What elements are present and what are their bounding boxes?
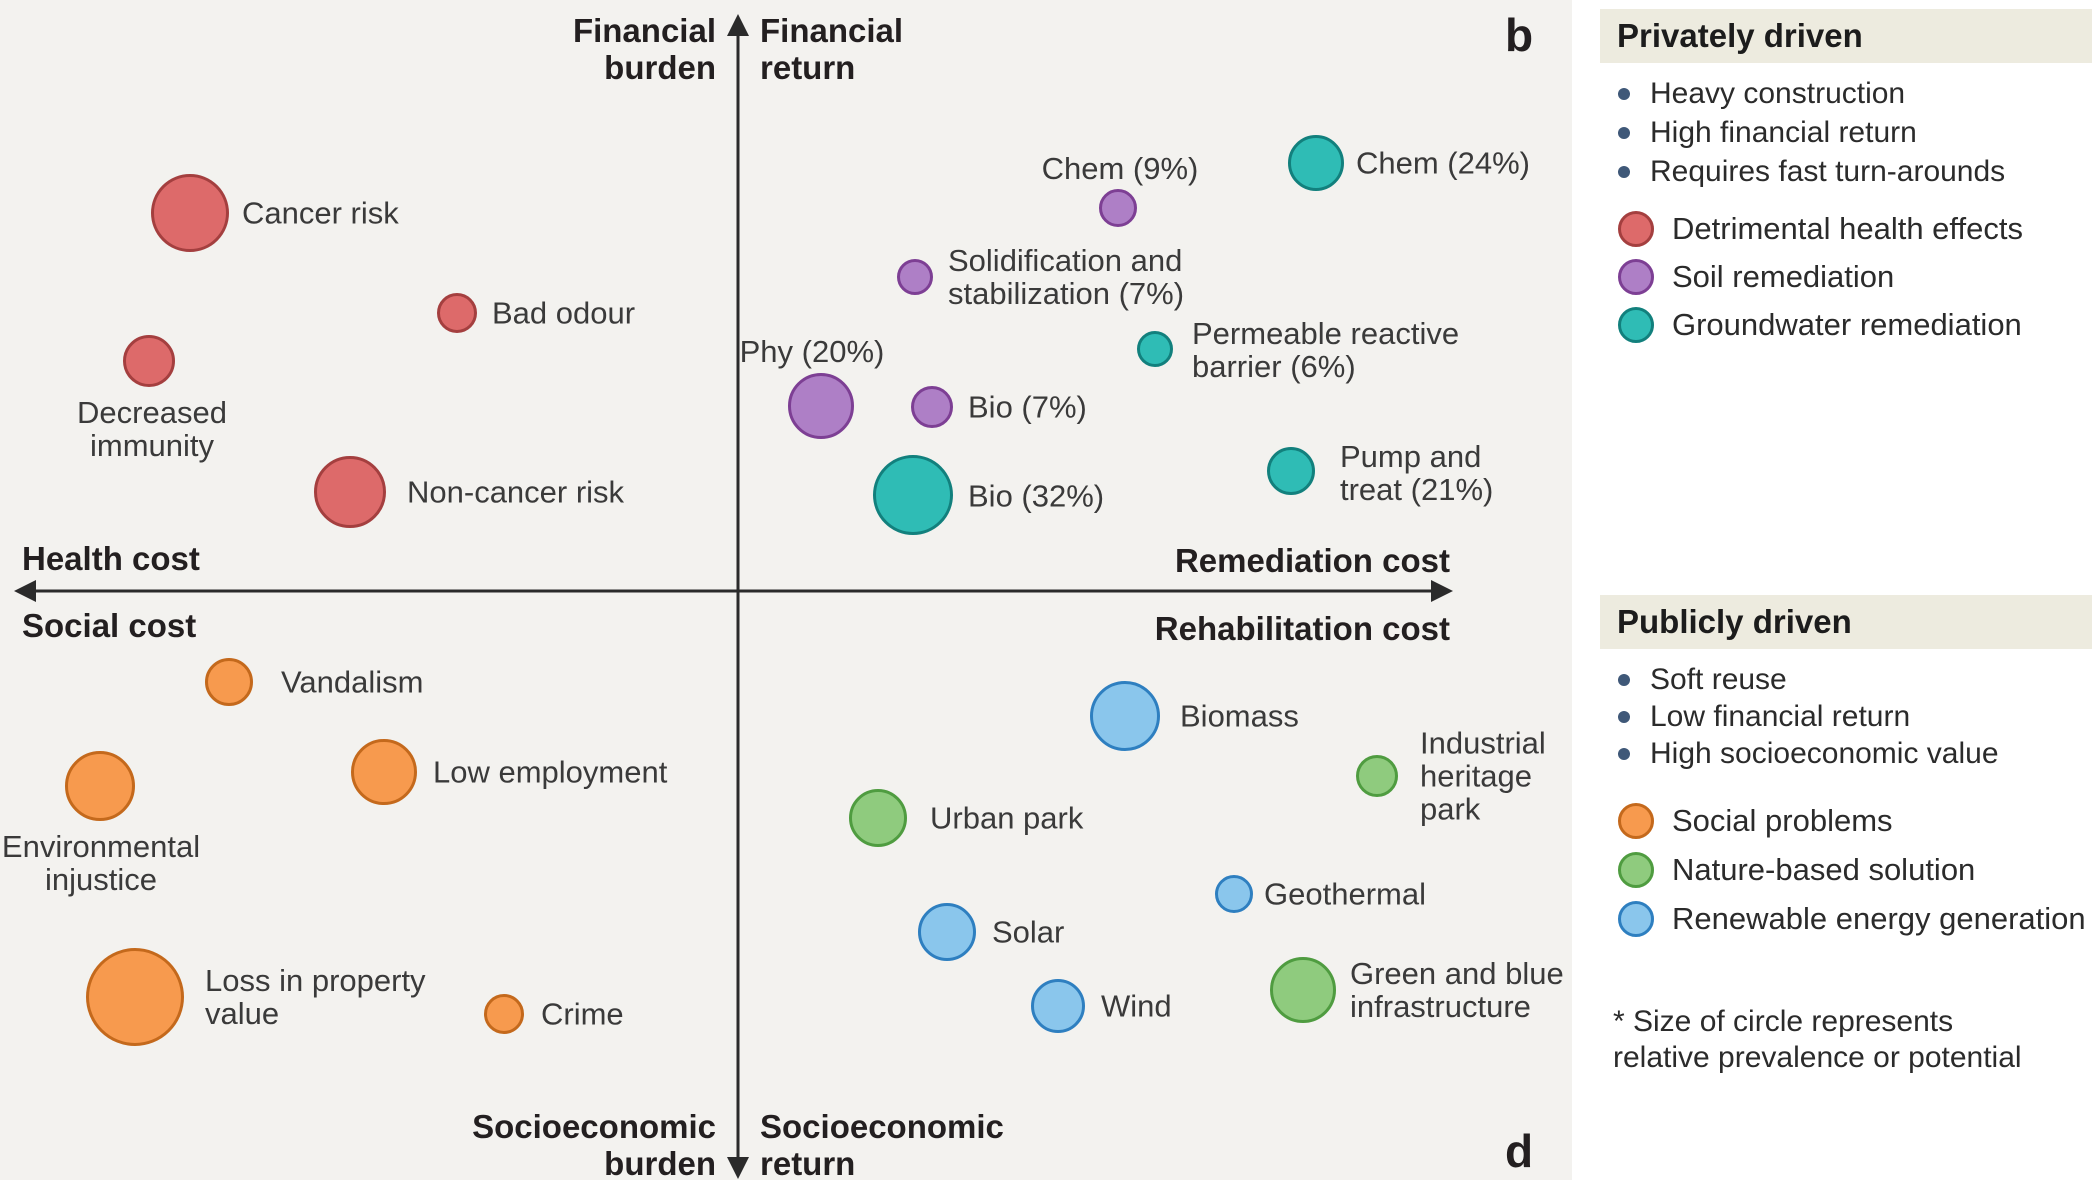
axis-label-remediation-cost: Remediation cost xyxy=(1174,542,1450,579)
bubble-label-bad-odour: Bad odour xyxy=(492,295,636,331)
legend-label: Soil remediation xyxy=(1672,259,1895,294)
quadrant-plot: Financial burden Financial return Health… xyxy=(0,0,1572,1180)
bubble-label-wind: Wind xyxy=(1101,988,1172,1024)
bubble-label-phy-20: Phy (20%) xyxy=(739,334,885,369)
size-footnote: * Size of circle represents relative pre… xyxy=(1613,1005,2022,1074)
privately-driven-header: Privately driven xyxy=(1600,9,2092,63)
bubble-label-chem-24: Chem (24%) xyxy=(1356,145,1530,181)
purple-circle-icon xyxy=(1618,259,1654,295)
legend-label: Nature-based solution xyxy=(1672,851,1976,887)
privately-driven-title: Privately driven xyxy=(1617,17,1863,54)
orange-circle-icon xyxy=(1618,802,1654,839)
legend-label: Social problems xyxy=(1672,802,1893,838)
axis-label-health-cost: Health cost xyxy=(22,540,200,577)
legend-label: Groundwater remediation xyxy=(1672,307,2022,342)
bubble-crime xyxy=(484,994,524,1034)
bubble-phy-20 xyxy=(788,373,854,439)
bubble-geothermal xyxy=(1215,875,1253,913)
bubble-chem-9 xyxy=(1099,189,1137,227)
bubble-wind xyxy=(1031,979,1085,1033)
bubble-bio-32 xyxy=(873,455,953,535)
bubble-bio-7 xyxy=(911,386,953,428)
axis-label-socioeconomic-return: Socioeconomic return xyxy=(760,1108,1004,1180)
bubble-bad-odour xyxy=(437,293,477,333)
panel-letter-b: b xyxy=(1505,9,1534,61)
teal-circle-icon xyxy=(1618,307,1654,343)
axis-label-rehabilitation-cost: Rehabilitation cost xyxy=(1154,610,1450,647)
bubble-permeable-barrier xyxy=(1137,331,1173,367)
panel-letter-d: d xyxy=(1505,1125,1534,1177)
arrow-down-icon xyxy=(727,1157,749,1179)
bubble-green-blue-infrastructure xyxy=(1270,957,1336,1023)
axis-label-socioeconomic-burden: Socioeconomic burden xyxy=(472,1108,716,1180)
green-circle-icon xyxy=(1618,851,1654,888)
bubble-urban-park xyxy=(849,789,907,847)
blue-circle-icon xyxy=(1618,900,1654,937)
bubble-environmental-injustice xyxy=(65,751,135,821)
arrow-up-icon xyxy=(727,14,749,36)
bubble-label-bio-32: Bio (32%) xyxy=(968,478,1105,514)
bubble-decreased-immunity xyxy=(123,335,175,387)
bubble-solidification xyxy=(897,259,933,295)
legend-label: Renewable energy generation xyxy=(1672,900,2086,936)
bubble-label-geothermal: Geothermal xyxy=(1264,876,1426,912)
arrow-left-icon xyxy=(14,580,36,602)
bubble-non-cancer-risk xyxy=(314,456,386,528)
bullet-soft-reuse: Soft reuse xyxy=(1614,661,1999,698)
legend-label: Detrimental health effects xyxy=(1672,211,2023,246)
bubble-chem-24 xyxy=(1288,135,1344,191)
axis-label-social-cost: Social cost xyxy=(22,607,197,644)
bubble-label-low-employment: Low employment xyxy=(433,754,668,790)
bubble-label-non-cancer-risk: Non-cancer risk xyxy=(407,474,625,510)
bullet-heavy-construction: Heavy construction xyxy=(1614,74,2005,113)
bubble-label-crime: Crime xyxy=(541,996,624,1032)
bubble-label-cancer-risk: Cancer risk xyxy=(242,195,399,231)
bubble-biomass xyxy=(1090,681,1160,751)
bullet-high-socioeconomic-value: High socioeconomic value xyxy=(1614,735,1999,772)
axis-label-financial-burden: Financial burden xyxy=(572,12,716,86)
bubble-cancer-risk xyxy=(151,174,229,252)
bubble-label-chem-9: Chem (9%) xyxy=(1041,151,1199,186)
bubble-label-urban-park: Urban park xyxy=(930,800,1084,836)
privately-driven-bullets: Heavy construction High financial return… xyxy=(1614,74,2005,191)
bubble-vandalism xyxy=(205,658,253,706)
bubble-label-solar: Solar xyxy=(992,914,1065,950)
axis-label-financial-return: Financial return xyxy=(760,12,904,86)
bubble-label-vandalism: Vandalism xyxy=(281,664,424,700)
bullet-fast-turn-arounds: Requires fast turn-arounds xyxy=(1614,152,2005,191)
bubble-solar xyxy=(918,903,976,961)
publicly-driven-title: Publicly driven xyxy=(1617,603,1852,640)
legend-sidebar: Privately driven Heavy construction High… xyxy=(1572,0,2092,1180)
bubble-pump-and-treat xyxy=(1267,447,1315,495)
bullet-low-financial-return: Low financial return xyxy=(1614,698,1999,735)
bullet-high-financial-return: High financial return xyxy=(1614,113,2005,152)
red-circle-icon xyxy=(1618,211,1654,247)
publicly-driven-bullets: Soft reuse Low financial return High soc… xyxy=(1614,661,1999,772)
bubble-low-employment xyxy=(351,739,417,805)
arrow-right-icon xyxy=(1431,580,1453,602)
bubble-label-bio-7: Bio (7%) xyxy=(968,389,1087,425)
publicly-driven-header: Publicly driven xyxy=(1600,595,2092,649)
bubble-label-biomass: Biomass xyxy=(1180,698,1299,734)
axes xyxy=(14,14,1453,1179)
bubble-industrial-heritage-park xyxy=(1356,755,1398,797)
bubble-loss-property-value xyxy=(86,948,184,1046)
